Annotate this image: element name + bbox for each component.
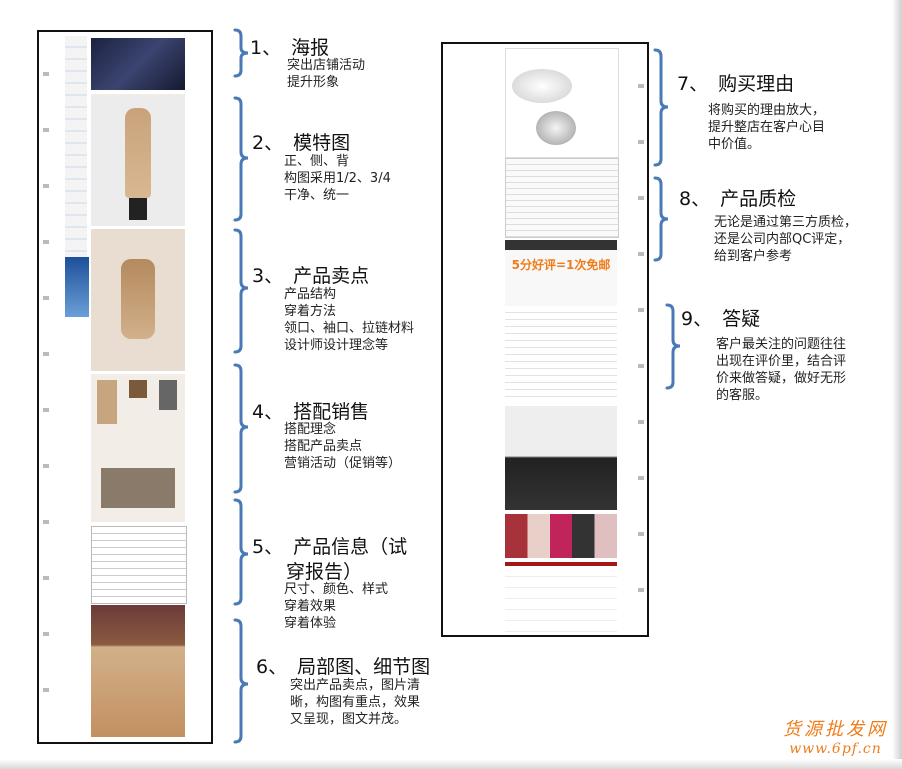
section-title-cont: 穿报告）	[286, 561, 363, 583]
section-line: 搭配产品卖点	[284, 439, 363, 454]
section-title: 海报	[291, 37, 330, 59]
color-swatches	[505, 514, 617, 558]
section-line: 构图采用1/2、3/4	[284, 171, 391, 186]
section-line: 晰，构图有重点，效果	[290, 695, 421, 710]
section-line: 穿着效果	[284, 599, 337, 614]
section-line: 领口、袖口、拉链材料	[284, 321, 415, 336]
product-info-table	[91, 526, 187, 604]
page-shadow-bottom	[0, 759, 902, 769]
section-title: 搭配销售	[293, 401, 370, 423]
section-line: 突出产品卖点，图片清	[290, 678, 421, 693]
shop-sidebar	[65, 36, 87, 296]
section-title: 购买理由	[718, 73, 795, 95]
section-number: 1、	[250, 37, 282, 59]
section-title: 产品卖点	[293, 265, 370, 287]
comments-section	[505, 562, 617, 634]
left-page-screenshot	[37, 30, 213, 744]
section-number: 9、	[681, 308, 713, 330]
section-line: 干净、统一	[284, 188, 350, 203]
section-line: 的客服。	[716, 388, 769, 403]
section-line: 突出店铺活动	[287, 58, 366, 73]
section-line: 无论是通过第三方质检，	[714, 215, 858, 230]
section-line: 设计师设计理念等	[284, 338, 389, 353]
section-line: 提升形象	[287, 75, 340, 90]
purchase-reason-image	[505, 48, 619, 158]
section-number: 8、	[679, 188, 711, 210]
sidebar-banner-image	[65, 257, 89, 317]
section-number: 5、	[252, 536, 284, 558]
section-line: 正、侧、背	[284, 154, 350, 169]
section-title: 模特图	[293, 132, 351, 154]
qa-section	[505, 306, 617, 402]
quality-certificate-image	[505, 158, 619, 238]
section-line: 还是公司内部QC评定，	[714, 232, 851, 247]
section-line: 将购买的理由放大，	[708, 103, 826, 118]
section-number: 3、	[252, 265, 284, 287]
detail-images	[91, 605, 185, 737]
section-line: 客户最关注的问题往往	[716, 337, 847, 352]
section-number: 2、	[252, 132, 284, 154]
section-line: 提升整店在客户心目	[708, 120, 826, 135]
section-number: 7、	[677, 73, 709, 95]
section-title: 产品质检	[720, 188, 797, 210]
page-shadow-right	[892, 0, 902, 769]
poster-image	[91, 38, 185, 90]
section-line: 穿着体验	[284, 616, 337, 631]
matching-sales-image	[91, 374, 185, 522]
section-line: 价来做答疑，做好无形	[716, 371, 847, 386]
promo-banner-text: 5分好评=1次免邮	[511, 258, 611, 272]
selling-points-image	[91, 229, 185, 371]
section-line: 搭配理念	[284, 422, 337, 437]
section-title: 答疑	[722, 308, 761, 330]
watermark-title: 货源批发网	[783, 719, 888, 740]
section-line: 穿着方法	[284, 304, 337, 319]
model-image	[91, 94, 185, 226]
section-line: 出现在评价里，结合评	[716, 354, 847, 369]
section-number: 4、	[252, 401, 284, 423]
section-number: 6、	[256, 656, 288, 678]
packaging-image	[505, 406, 617, 510]
section-line: 尺寸、颜色、样式	[284, 582, 389, 597]
section-line: 又呈现，图文并茂。	[290, 712, 408, 727]
promo-banner: 5分好评=1次免邮	[505, 240, 617, 310]
section-line: 营销活动（促销等）	[284, 456, 402, 471]
watermark-url: www.6pf.cn	[789, 741, 882, 757]
right-page-screenshot: 5分好评=1次免邮	[441, 42, 649, 637]
section-title: 局部图、细节图	[297, 656, 431, 678]
section-title: 产品信息（试	[293, 536, 408, 558]
section-line: 中价值。	[708, 137, 761, 152]
watermark-logo: 货源批发网 www.6pf.cn	[783, 715, 888, 757]
section-line: 给到客户参考	[714, 249, 793, 264]
section-line: 产品结构	[284, 287, 337, 302]
